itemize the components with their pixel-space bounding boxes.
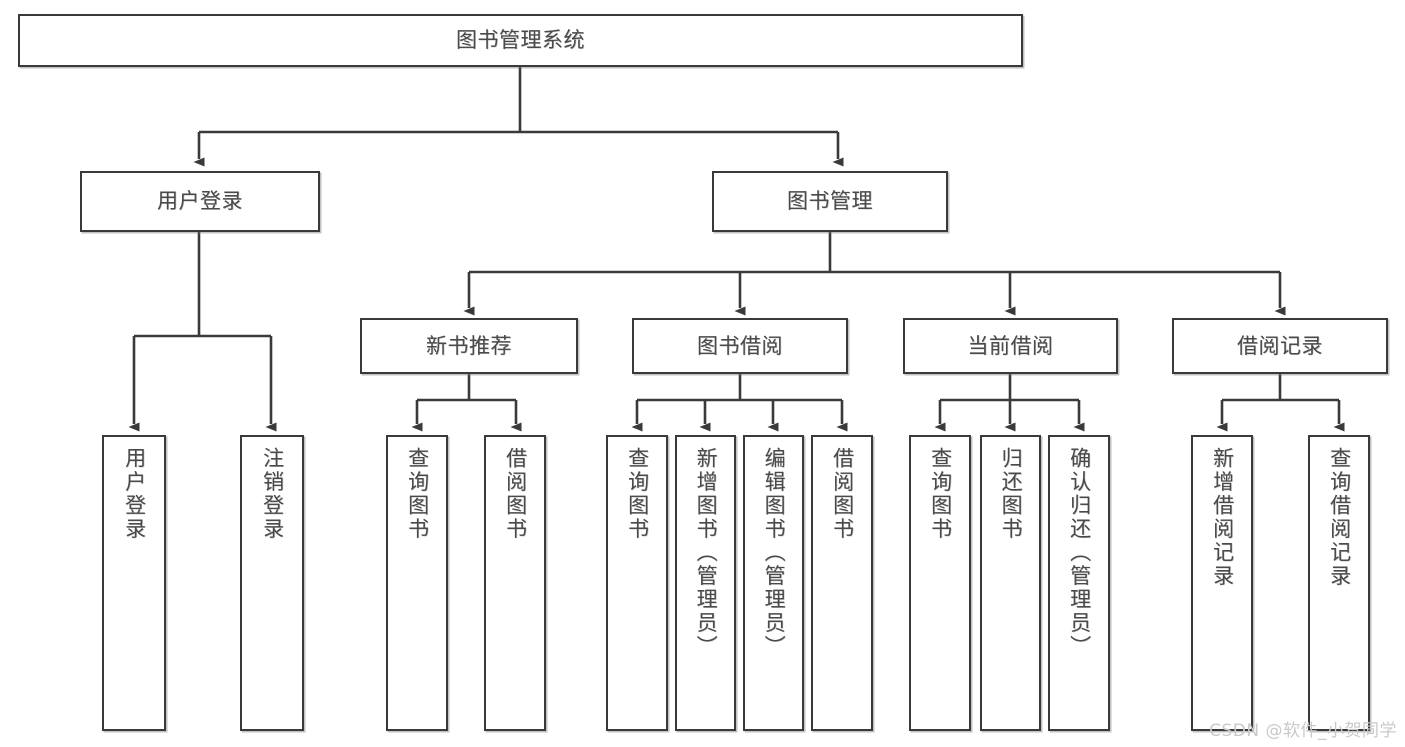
node-label: 当前借阅 xyxy=(967,333,1054,358)
node-label: 图书管理 xyxy=(787,189,873,214)
leaf-book-borrow-1[interactable]: 查询图书 xyxy=(606,435,668,731)
leaf-new-book-recommend-1[interactable]: 查询图书 xyxy=(386,435,448,731)
node-borrow-record[interactable]: 借阅记录 xyxy=(1172,318,1388,374)
node-label: 查询图书 xyxy=(625,447,650,541)
node-label: 注销登录 xyxy=(260,447,285,541)
leaf-book-borrow-3[interactable]: 编辑图书（管理员） xyxy=(743,435,804,731)
node-label: 借阅图书 xyxy=(503,447,528,541)
node-label: 查询借阅记录 xyxy=(1327,447,1352,588)
node-label: 新书推荐 xyxy=(426,333,512,358)
csdn-watermark: CSDN @软件_小贺同学 xyxy=(1209,721,1397,741)
node-label: 查询图书 xyxy=(928,447,953,541)
node-label: 编辑图书（管理员） xyxy=(762,447,787,659)
node-label: 借阅记录 xyxy=(1237,333,1323,358)
leaf-new-book-recommend-2[interactable]: 借阅图书 xyxy=(484,435,546,731)
leaf-current-borrow-1[interactable]: 查询图书 xyxy=(909,435,971,731)
node-root-system[interactable]: 图书管理系统 xyxy=(18,14,1023,67)
node-label: 归还图书 xyxy=(999,447,1024,541)
node-user-login[interactable]: 用户登录 xyxy=(80,171,320,232)
node-label: 图书借阅 xyxy=(697,333,783,358)
node-new-book-recommend[interactable]: 新书推荐 xyxy=(360,318,578,374)
node-book-management[interactable]: 图书管理 xyxy=(712,171,948,232)
node-label: 新增图书（管理员） xyxy=(694,447,719,659)
node-label: 确认归还（管理员） xyxy=(1067,447,1092,659)
node-label: 查询图书 xyxy=(405,447,430,541)
leaf-book-borrow-2[interactable]: 新增图书（管理员） xyxy=(675,435,736,731)
node-label: 借阅图书 xyxy=(830,447,855,541)
node-label: 用户登录 xyxy=(157,189,243,214)
node-book-borrow[interactable]: 图书借阅 xyxy=(632,318,848,374)
leaf-current-borrow-3[interactable]: 确认归还（管理员） xyxy=(1048,435,1110,731)
leaf-borrow-record-1[interactable]: 新增借阅记录 xyxy=(1191,435,1253,731)
node-label: 新增借阅记录 xyxy=(1210,447,1235,588)
node-current-borrow[interactable]: 当前借阅 xyxy=(903,318,1118,374)
node-label: 图书管理系统 xyxy=(456,28,585,53)
leaf-user-login-2[interactable]: 注销登录 xyxy=(240,435,304,731)
leaf-user-login-1[interactable]: 用户登录 xyxy=(102,435,166,731)
node-label: 用户登录 xyxy=(122,447,147,541)
leaf-borrow-record-2[interactable]: 查询借阅记录 xyxy=(1308,435,1370,731)
leaf-current-borrow-2[interactable]: 归还图书 xyxy=(980,435,1041,731)
leaf-book-borrow-4[interactable]: 借阅图书 xyxy=(811,435,873,731)
